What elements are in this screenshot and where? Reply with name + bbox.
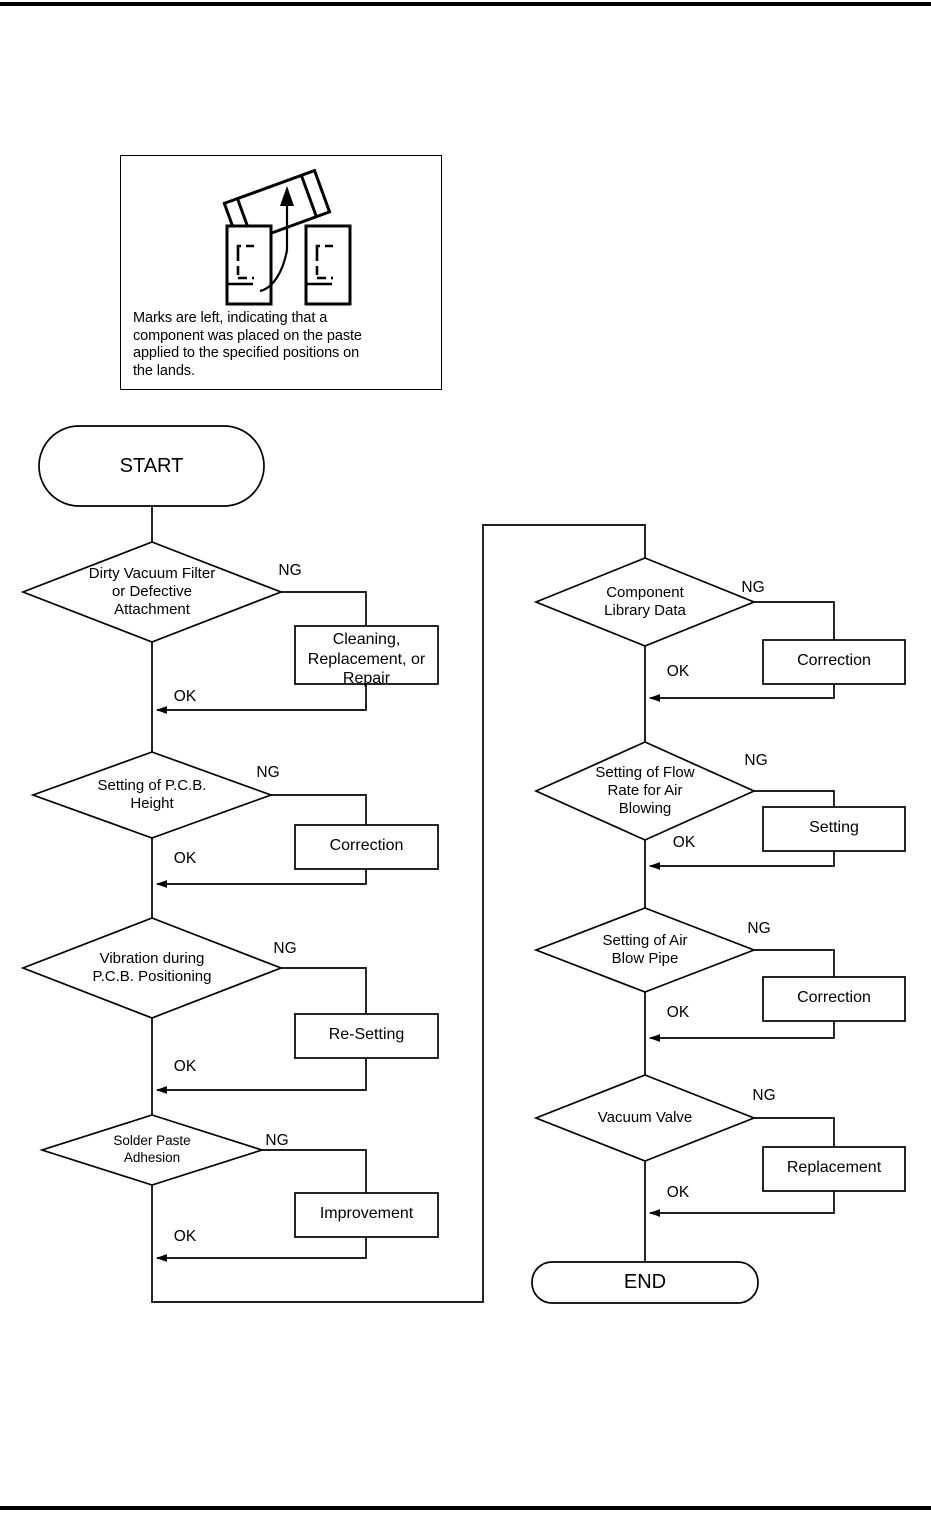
start-terminator [38, 425, 265, 507]
connector-r2-return [649, 851, 835, 870]
decision-vibration-pcb-positioning [20, 917, 284, 1019]
process-correction-right-2 [762, 976, 906, 1022]
connector-r3-ng [754, 949, 835, 977]
process-re-setting [294, 1013, 439, 1059]
connector-d1-ng [281, 591, 367, 626]
process-improvement [294, 1192, 439, 1238]
process-setting [762, 806, 906, 852]
decision-component-library-data [533, 557, 757, 647]
connector-r4-return [649, 1191, 835, 1217]
connector-d2-ng [271, 794, 367, 825]
illustration-drawing [222, 168, 352, 306]
illustration-panel [120, 155, 442, 390]
decision-solder-paste-adhesion [39, 1114, 265, 1186]
decision-setting-flow-rate-air-blowing [533, 741, 757, 841]
connector-r1-return [649, 684, 835, 702]
connector-d4-return [156, 1237, 367, 1262]
right-land-pad [304, 224, 352, 306]
decision-setting-pcb-height [30, 751, 274, 839]
connector-r2-ng [754, 790, 835, 807]
process-replacement [762, 1146, 906, 1192]
process-correction-left [294, 824, 439, 870]
end-terminator [531, 1261, 759, 1304]
left-land-pad [225, 224, 273, 306]
connector-d2-return [156, 869, 367, 888]
decision-setting-air-blow-pipe [533, 907, 757, 993]
connector-d4-ng [262, 1149, 367, 1193]
connector-r1-ng [754, 601, 835, 640]
connector-r3-return [649, 1021, 835, 1042]
connector-left-to-right-bridge [151, 524, 646, 1303]
decision-dirty-vacuum-filter [20, 541, 284, 643]
page-top-rule [0, 2, 931, 6]
process-cleaning-replacement-repair [294, 625, 439, 685]
page-bottom-rule [0, 1506, 931, 1510]
connector-d3-return [156, 1058, 367, 1094]
illustration-caption: Marks are left, indicating that a compon… [133, 310, 362, 379]
connector-d1-return [156, 684, 367, 714]
decision-vacuum-valve [533, 1074, 757, 1162]
connector-d3-ng [281, 967, 367, 1014]
connector-r4-ng [754, 1117, 835, 1147]
process-correction-right-1 [762, 639, 906, 685]
curved-arrow [259, 186, 294, 293]
